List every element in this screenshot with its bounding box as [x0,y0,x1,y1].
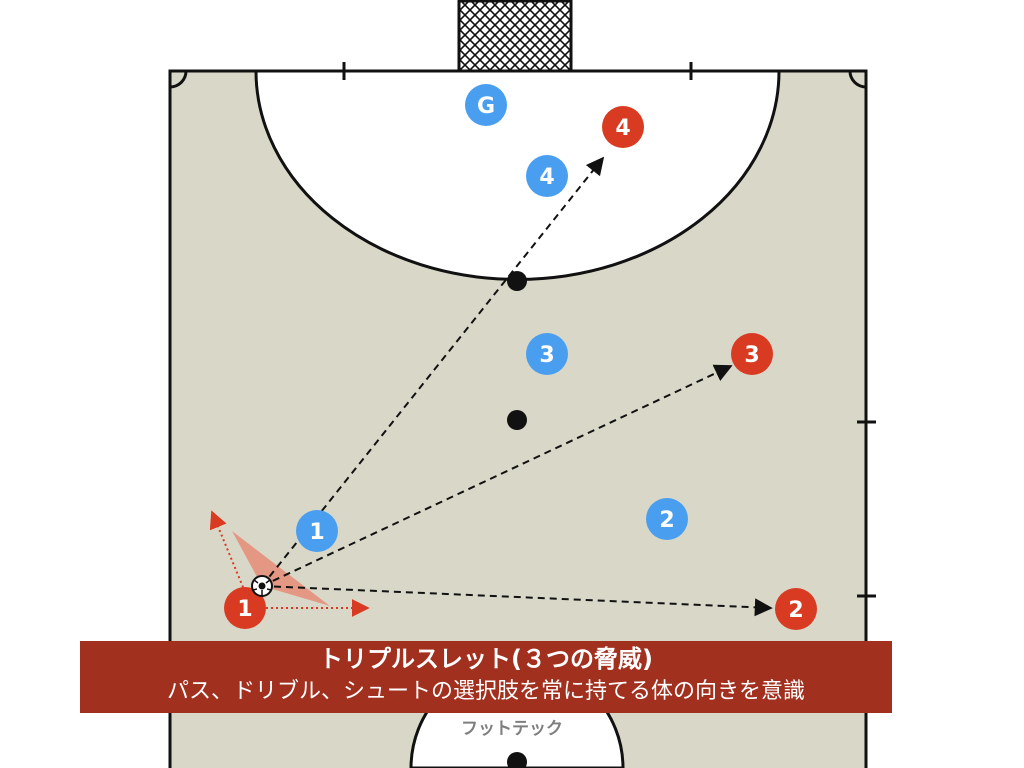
player-label: 2 [788,598,803,623]
credit-text: フットテック [461,719,563,739]
player-label: 3 [539,343,554,368]
player-label: 4 [539,165,554,190]
player-red-1: 1 [224,587,266,629]
goal-net [457,0,573,73]
pass-arrow-to-red-3 [261,364,733,587]
player-blue-goalkeeper: G [465,84,507,126]
center-mark [507,752,527,768]
player-label: 2 [659,508,674,533]
player-red-4: 4 [602,106,644,148]
caption-subtitle: パス、ドリブル、シュートの選択肢を常に持てる体の向きを意識 [166,679,805,704]
player-label: G [477,94,495,119]
caption-banner: トリプルスレット(３つの脅威) パス、ドリブル、シュートの選択肢を常に持てる体の… [80,641,892,713]
orientation-triangle [232,531,330,606]
player-red-3: 3 [731,333,773,375]
player-blue-2: 2 [646,498,688,540]
player-label: 3 [744,343,759,368]
player-label: 1 [309,520,324,545]
second-penalty-mark [507,410,527,430]
player-blue-1: 1 [296,510,338,552]
corner-arc-left [169,70,188,89]
corner-arc-right [848,70,867,89]
pass-arrow-to-red-4 [261,156,605,587]
penalty-mark [507,271,527,291]
player-blue-4: 4 [526,155,568,197]
pass-arrow-to-red-2 [261,585,773,617]
player-blue-3: 3 [526,333,568,375]
player-red-2: 2 [775,588,817,630]
player-label: 4 [615,116,630,141]
player-label: 1 [237,597,252,622]
ball-icon [251,575,273,597]
caption-title: トリプルスレット(３つの脅威) [319,645,653,673]
